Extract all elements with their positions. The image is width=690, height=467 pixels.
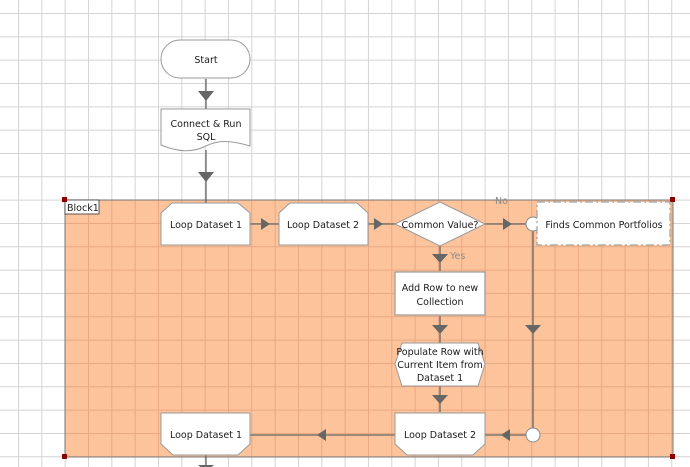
node-populate-row-label-line1: Populate Row with: [396, 347, 483, 358]
arrow-down-icon: [432, 254, 448, 263]
node-start[interactable]: Start: [160, 39, 251, 79]
arrow-down-icon: [198, 91, 214, 101]
arrow-down-icon: [525, 325, 541, 334]
arrow-down-icon: [432, 325, 448, 334]
block1-label: Block1: [67, 203, 99, 214]
node-loop-dataset-2-start[interactable]: Loop Dataset 2: [278, 202, 369, 246]
node-connect-run-sql-label-line1: Connect & Run: [171, 119, 242, 130]
node-finds-common-portfolios[interactable]: Finds Common Portfolios: [536, 201, 671, 246]
arrow-down-icon: [432, 395, 448, 404]
node-loop-dataset-1-end-label: Loop Dataset 1: [170, 430, 242, 441]
resize-handle-bottom-right[interactable]: [670, 454, 675, 459]
node-loop-dataset-1-end[interactable]: Loop Dataset 1: [160, 412, 251, 456]
node-add-row-label-line1: Add Row to new: [402, 283, 479, 294]
arrow-left-icon: [317, 429, 326, 441]
node-loop-dataset-1-start-label: Loop Dataset 1: [170, 220, 242, 231]
resize-handle-top-left[interactable]: [62, 197, 67, 202]
arrow-right-icon: [261, 218, 270, 230]
node-populate-row[interactable]: Populate Row with Current Item from Data…: [394, 342, 486, 387]
edge-label-yes: Yes: [449, 251, 465, 262]
junction-circle-bottom[interactable]: [525, 427, 541, 443]
block1-top-border: [64, 199, 674, 458]
resize-handle-bottom-left[interactable]: [62, 454, 67, 459]
node-common-value-label: Common Value?: [402, 220, 479, 231]
node-connect-run-sql[interactable]: Connect & Run SQL: [160, 108, 251, 152]
node-start-label: Start: [194, 55, 217, 66]
arrow-left-icon: [501, 429, 510, 441]
arrow-right-icon: [374, 218, 383, 230]
node-finds-common-portfolios-label: Finds Common Portfolios: [545, 220, 662, 231]
node-common-value-decision[interactable]: Common Value?: [393, 201, 487, 247]
node-loop-dataset-2-end-label: Loop Dataset 2: [404, 430, 476, 441]
arrow-right-icon: [503, 218, 512, 230]
resize-handle-top-right[interactable]: [670, 197, 675, 202]
node-add-row[interactable]: Add Row to new Collection: [394, 271, 486, 316]
node-populate-row-label-line3: Dataset 1: [417, 373, 463, 384]
node-loop-dataset-2-start-label: Loop Dataset 2: [287, 220, 359, 231]
node-loop-dataset-1-start[interactable]: Loop Dataset 1: [160, 202, 251, 246]
arrow-down-icon: [198, 172, 214, 182]
node-populate-row-label-line2: Current Item from: [397, 360, 482, 371]
node-connect-run-sql-label-line2: SQL: [197, 132, 217, 143]
node-add-row-label-line2: Collection: [417, 297, 464, 308]
edge-label-no: No: [495, 196, 508, 207]
block1-label-box[interactable]: Block1: [64, 199, 100, 215]
arrowheads: [198, 91, 541, 467]
node-loop-dataset-2-end[interactable]: Loop Dataset 2: [394, 412, 486, 456]
